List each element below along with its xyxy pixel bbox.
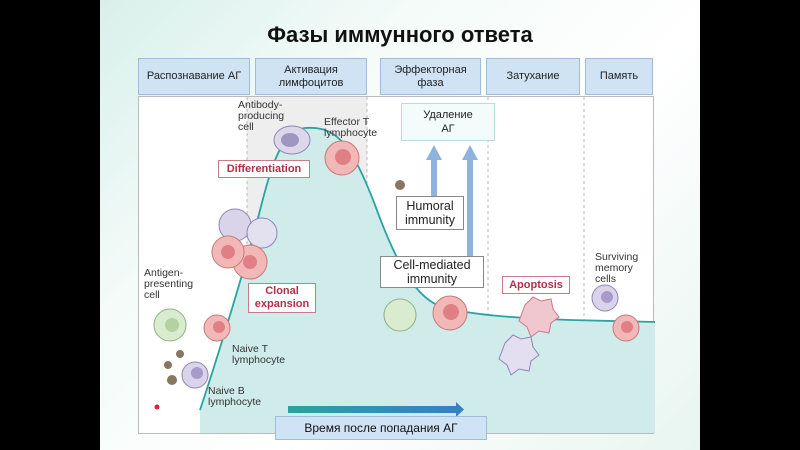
cell-nucleus (281, 133, 299, 147)
surviving-memory-cells-label: Surviving memory cells (595, 251, 639, 285)
cell-nucleus (221, 245, 235, 259)
marker-dot (154, 404, 160, 410)
humoral-immunity-label: Humoral immunity (396, 196, 464, 230)
cell-mediated-arrow-head (462, 145, 478, 160)
phase-activation: Активация лимфоцитов (255, 58, 367, 95)
humoral-arrow (431, 158, 437, 228)
proliferating-b-cell (246, 217, 278, 249)
phase-decline: Затухание (486, 58, 580, 95)
infected-cell (383, 298, 417, 332)
slide-title: Фазы иммунного ответа (267, 22, 533, 47)
cell-nucleus (243, 255, 257, 269)
apoptotic-cell (518, 296, 560, 338)
naive-t-label: Naive T lymphocyte (232, 343, 286, 366)
time-arrow-shaft (288, 406, 456, 413)
clonal-expansion-label: Clonal expansion (248, 283, 316, 313)
cell-mediated-arrow (467, 158, 473, 258)
antigen-presenting-cell-label: Antigen- presenting cell (144, 267, 194, 301)
cell-nucleus (443, 304, 459, 320)
antigen-removal-label: Удаление АГ (401, 103, 495, 141)
phase-memory: Память (585, 58, 653, 95)
humoral-arrow-head (426, 145, 442, 160)
cell-nucleus (621, 321, 633, 333)
cell-nucleus (191, 367, 203, 379)
cell-nucleus (335, 149, 351, 165)
antigen-particle (167, 375, 177, 385)
response-curve-fill (200, 127, 655, 433)
antibody-producing-cell-label: Antibody- producing cell (238, 99, 285, 133)
naive-b-label: Naive B lymphocyte (208, 385, 262, 408)
effector-t-label: Effector T lymphocyte (324, 116, 378, 139)
antigen-particle (164, 361, 172, 369)
cell-nucleus (213, 321, 225, 333)
apoptotic-cell (498, 334, 540, 376)
phase-recognition: Распознавание АГ (138, 58, 250, 95)
slide: Фазы иммунного ответа Распознавание АГ А… (100, 0, 700, 450)
antigen-particle (176, 350, 184, 358)
differentiation-label: Differentiation (218, 160, 310, 178)
time-arrow-head (456, 402, 464, 417)
cell-mediated-immunity-label: Cell-mediated immunity (380, 256, 484, 288)
immune-response-diagram (153, 97, 656, 433)
antigen-particle (395, 180, 405, 190)
phase-effector: Эффекторная фаза (380, 58, 481, 95)
cell-nucleus (601, 291, 613, 303)
apoptosis-label: Apoptosis (502, 276, 570, 294)
cell-nucleus (165, 318, 179, 332)
time-axis-label: Время после попадания АГ (275, 416, 487, 440)
